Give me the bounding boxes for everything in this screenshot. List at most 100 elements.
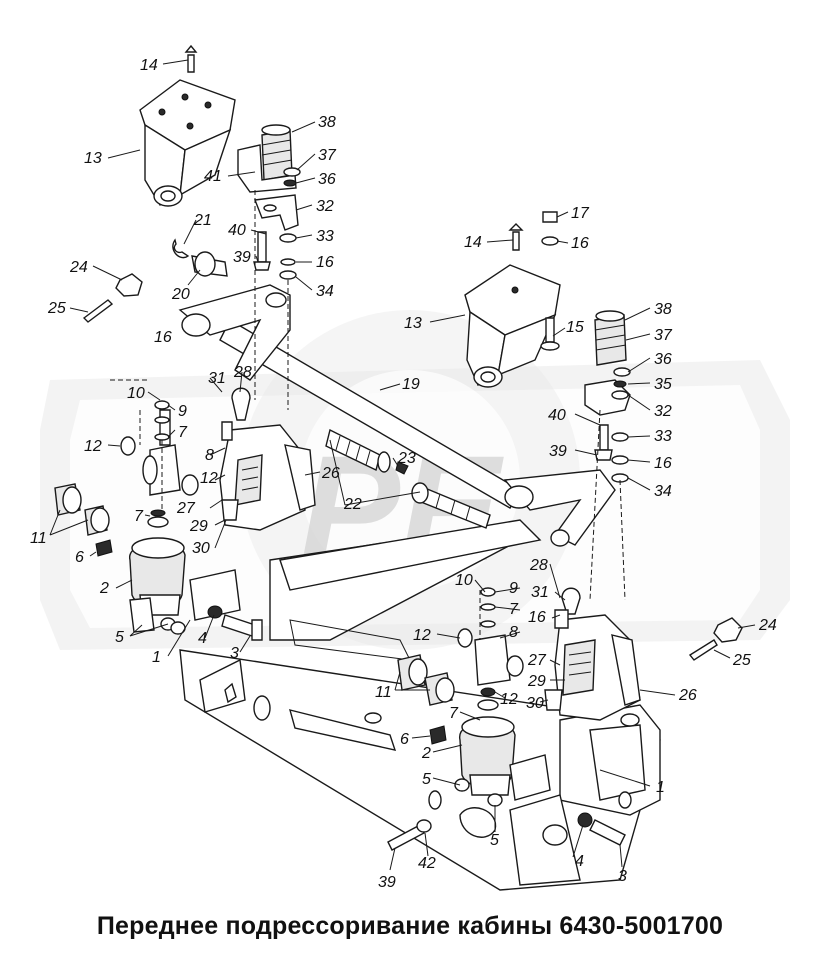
callout-40: 40	[548, 407, 566, 424]
callout-30: 30	[526, 695, 544, 712]
callout-2: 2	[99, 580, 109, 597]
callout-16: 16	[154, 329, 172, 346]
callout-38: 38	[318, 114, 336, 131]
tie-rod-assembly	[325, 428, 491, 529]
callout-5: 5	[422, 771, 431, 788]
callout-30: 30	[192, 540, 210, 557]
callout-7: 7	[509, 601, 519, 618]
right-spring-parts	[457, 587, 524, 697]
callout-14: 14	[464, 234, 482, 251]
callout-4: 4	[575, 853, 584, 870]
right-mount-bracket	[544, 587, 641, 721]
callout-31: 31	[531, 584, 549, 601]
callout-27: 27	[176, 500, 196, 517]
callout-7: 7	[449, 705, 459, 722]
callout-22: 22	[343, 496, 362, 513]
rubber-buffer-right	[584, 310, 631, 483]
right-frame-bracket	[509, 704, 661, 886]
callout-40: 40	[228, 222, 246, 239]
callout-8: 8	[205, 447, 214, 464]
callout-29: 29	[527, 673, 546, 690]
figure-caption: Переднее подрессоривание кабины 6430-500…	[96, 912, 724, 940]
callout-10: 10	[127, 385, 145, 402]
callout-36: 36	[318, 171, 336, 188]
callout-12: 12	[200, 470, 218, 487]
callout-36: 36	[654, 351, 672, 368]
callout-4: 4	[198, 630, 207, 647]
callout-5: 5	[115, 629, 124, 646]
callout-3: 3	[618, 868, 627, 885]
callout-39: 39	[549, 443, 567, 460]
right-cotter-nut	[688, 617, 743, 661]
left-spring-parts	[120, 400, 199, 496]
exploded-assembly-diagram: PE	[30, 44, 790, 891]
callout-17: 17	[571, 205, 590, 222]
left-air-spring	[129, 509, 263, 641]
callout-34: 34	[316, 283, 334, 300]
callout-35: 35	[654, 376, 672, 393]
callout-41: 41	[204, 168, 222, 185]
callout-38: 38	[654, 301, 672, 318]
callout-1: 1	[656, 779, 665, 796]
rubber-buffer-left	[237, 124, 301, 193]
callout-32: 32	[654, 403, 672, 420]
callout-12: 12	[84, 438, 102, 455]
upper-bracket-right	[464, 211, 561, 388]
callout-9: 9	[509, 580, 518, 597]
callout-25: 25	[47, 300, 66, 317]
right-bushings	[397, 654, 455, 745]
right-air-spring	[387, 699, 626, 851]
callout-21: 21	[193, 212, 212, 229]
upper-link-left	[253, 194, 299, 280]
callout-12: 12	[413, 627, 431, 644]
callout-27: 27	[527, 652, 547, 669]
callout-12: 12	[500, 691, 518, 708]
callout-7: 7	[178, 424, 188, 441]
stabilizer-bar	[178, 284, 616, 547]
callout-32: 32	[316, 198, 334, 215]
callout-16: 16	[571, 235, 589, 252]
callout-5: 5	[490, 832, 499, 849]
callout-37: 37	[318, 147, 337, 164]
callout-26: 26	[321, 465, 340, 482]
callout-28: 28	[233, 364, 252, 381]
callout-13: 13	[404, 315, 422, 332]
callout-31: 31	[208, 370, 226, 387]
callout-26: 26	[678, 687, 697, 704]
callout-16: 16	[316, 254, 334, 271]
callout-39: 39	[233, 249, 251, 266]
callout-3: 3	[230, 645, 239, 662]
callout-39: 39	[378, 874, 396, 891]
callout-29: 29	[189, 518, 208, 535]
callout-42: 42	[418, 855, 436, 872]
callout-37: 37	[654, 327, 673, 344]
callout-34: 34	[654, 483, 672, 500]
upper-bracket-left	[139, 44, 236, 207]
callout-6: 6	[75, 549, 84, 566]
callout-24: 24	[69, 259, 88, 276]
callout-16: 16	[654, 455, 672, 472]
callout-10: 10	[455, 572, 473, 589]
callout-11: 11	[30, 530, 47, 547]
callout-14: 14	[140, 57, 158, 74]
left-bushings	[54, 483, 113, 557]
callout-28: 28	[529, 557, 548, 574]
callout-19: 19	[402, 376, 420, 393]
callout-13: 13	[84, 150, 102, 167]
callout-11: 11	[375, 684, 392, 701]
dashed-guide-lines	[110, 190, 626, 640]
callout-labels: 14 13 38 37 41 36 32 21 40 33 39 16 24 2…	[30, 57, 777, 891]
leader-lines	[49, 59, 756, 871]
callout-20: 20	[171, 286, 190, 303]
callout-25: 25	[732, 652, 751, 669]
callout-8: 8	[509, 624, 518, 641]
left-mount-bracket	[219, 387, 316, 531]
callout-16: 16	[528, 609, 546, 626]
callout-1: 1	[152, 649, 161, 666]
pivot-pin-left	[82, 238, 228, 323]
callout-23: 23	[397, 450, 416, 467]
callout-15: 15	[566, 319, 584, 336]
callout-7: 7	[134, 508, 144, 525]
callout-33: 33	[654, 428, 672, 445]
callout-2: 2	[421, 745, 431, 762]
